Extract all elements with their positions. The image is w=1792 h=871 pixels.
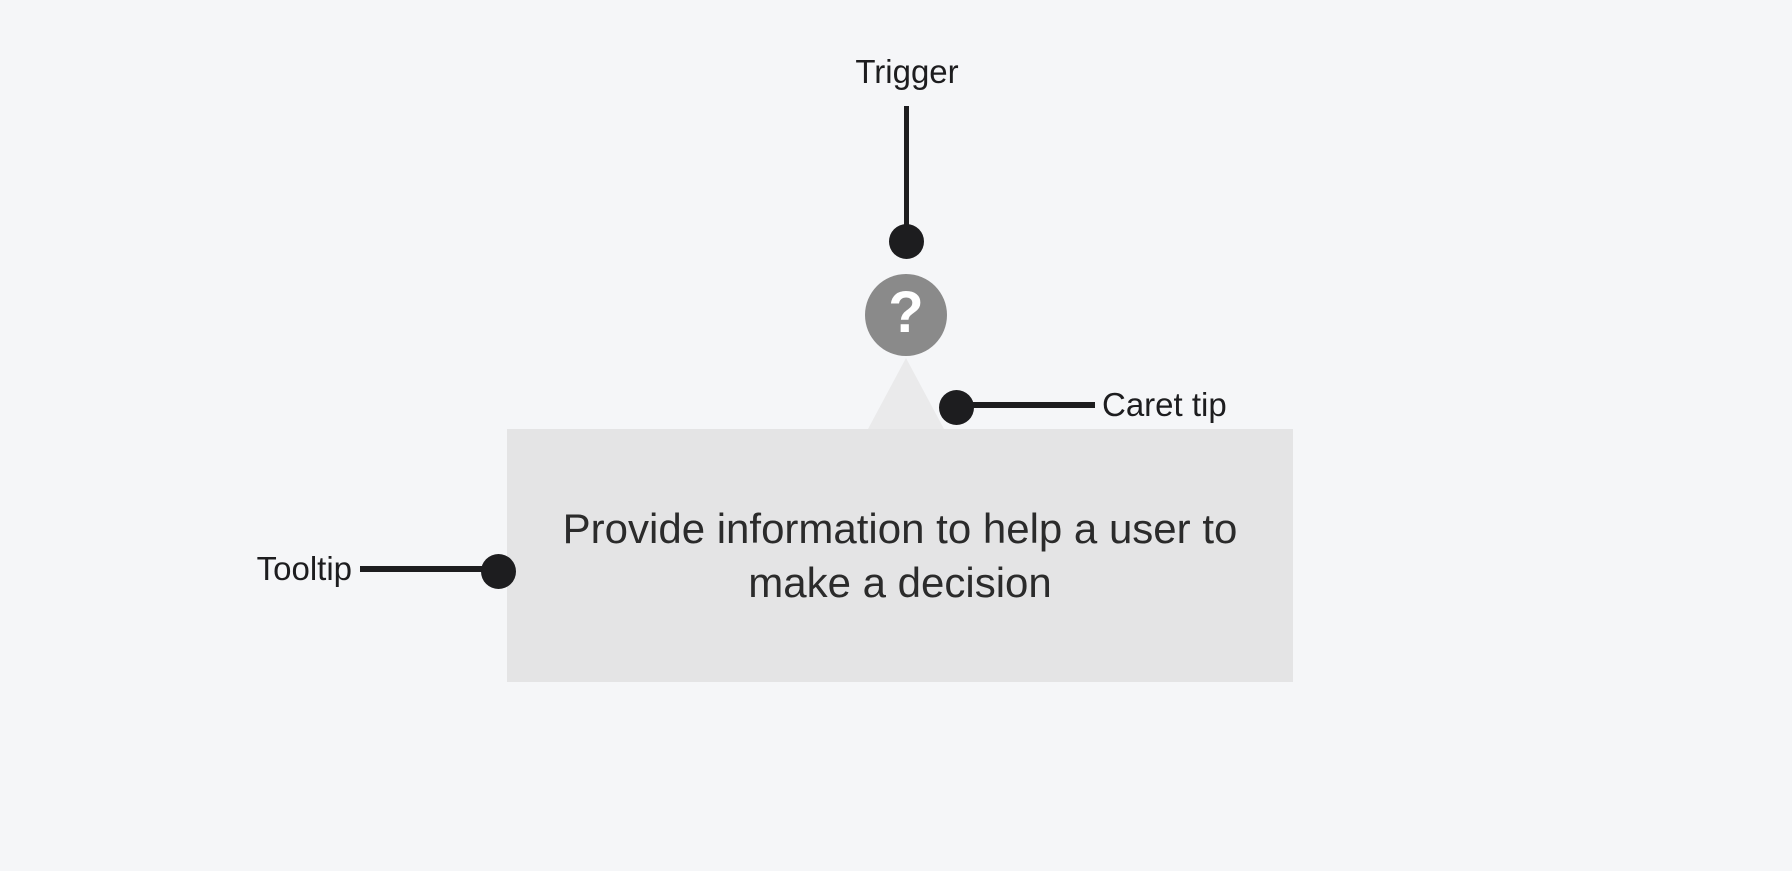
tooltip-text-line-2: make a decision <box>748 558 1052 606</box>
trigger-annotation-dot <box>889 224 924 259</box>
caret-tip-annotation-label: Caret tip <box>1102 386 1227 423</box>
tooltip-annotation-label: Tooltip <box>256 550 352 587</box>
trigger-annotation-line <box>904 106 909 243</box>
tooltip-caret <box>868 358 944 429</box>
tooltip-annotation-line <box>360 566 498 572</box>
tooltip-annotation-dot <box>481 554 516 589</box>
caret-tip-annotation-line <box>957 402 1095 408</box>
trigger-annotation-label: Trigger <box>855 53 959 90</box>
tooltip-body: Provide information to help a user to ma… <box>507 429 1293 682</box>
tooltip-text-line-1: Provide information to help a user to <box>562 504 1238 552</box>
help-trigger-icon[interactable]: ? <box>865 274 947 356</box>
